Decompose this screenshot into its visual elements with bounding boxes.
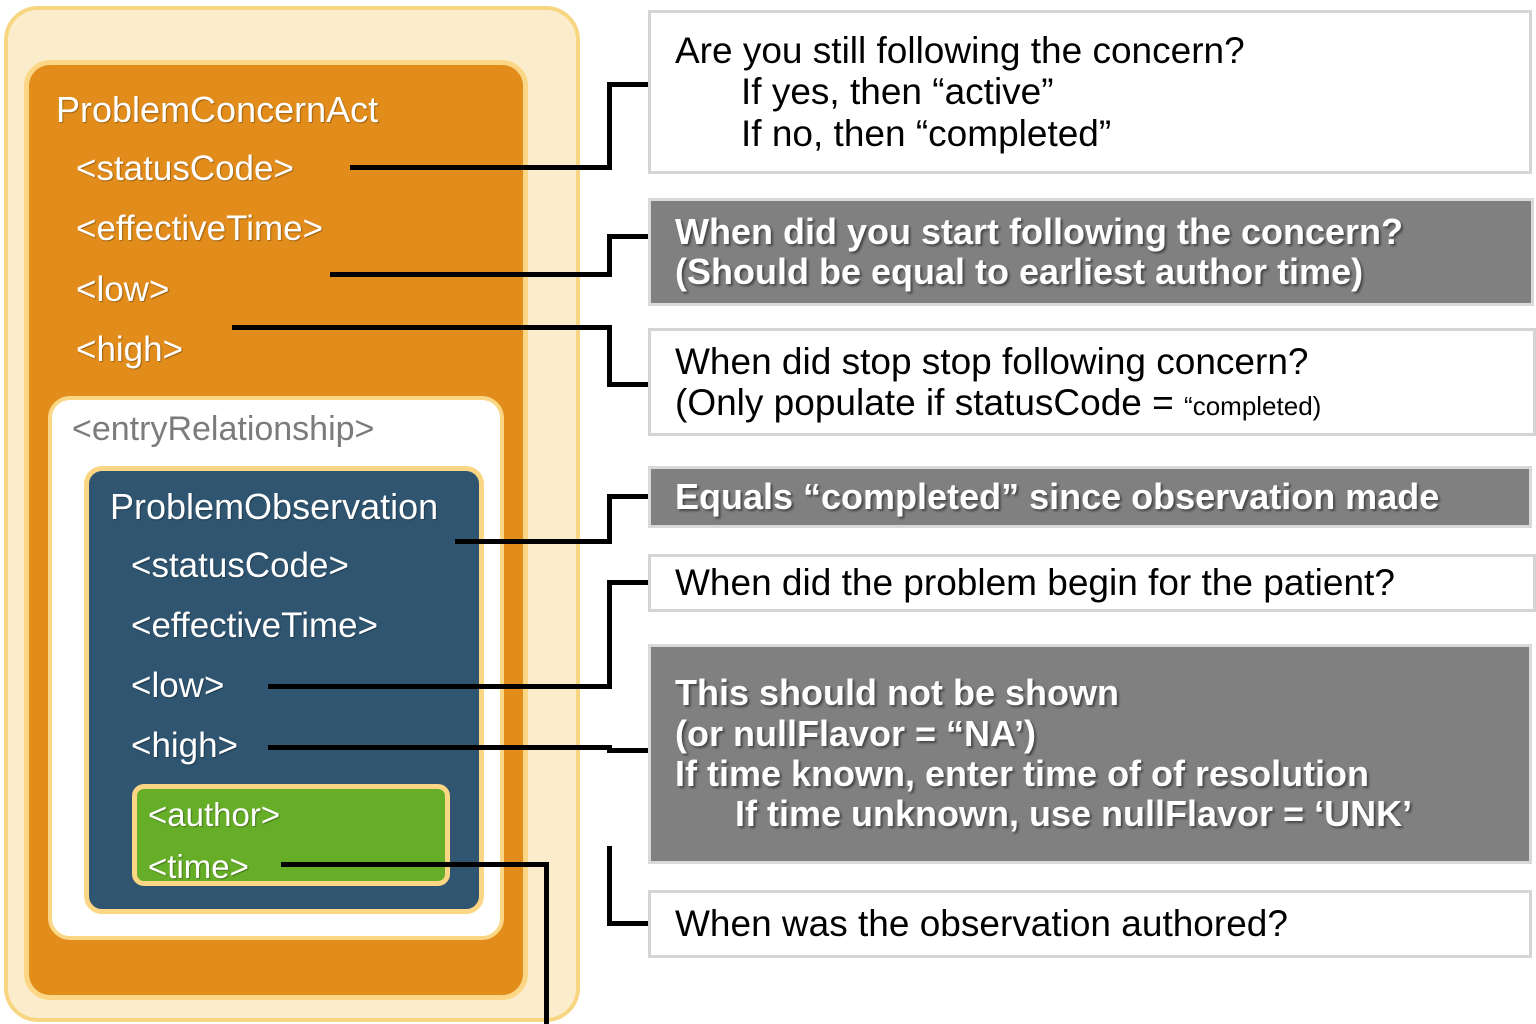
note-observation-low: When did the problem begin for the patie… (648, 554, 1536, 612)
author-box (132, 784, 450, 886)
connector-concern-low-horizontal-b (607, 234, 651, 239)
observation-status-code-label: <statusCode> (131, 546, 349, 585)
note-line: Are you still following the concern? (675, 29, 1245, 71)
note-line: (or nullFlavor = “NA’) (675, 712, 1037, 754)
concern-high-label: <high> (76, 330, 184, 369)
note-line-with-small-tail: (Only populate if statusCode = “complete… (675, 382, 1533, 423)
connector-concern-high-horizontal-b (607, 382, 651, 387)
concern-low-label: <low> (76, 270, 170, 309)
entry-relationship-label: <entryRelationship> (72, 410, 375, 448)
connector-observation-status-horizontal-a (455, 539, 612, 544)
connector-concern-status-vertical (607, 82, 612, 170)
note-line: If no, then “completed” (741, 112, 1112, 154)
connector-author-time-vertical-down (544, 862, 549, 1024)
author-time-label: <time> (148, 848, 249, 885)
concern-effective-time-label: <effectiveTime> (76, 209, 324, 248)
observation-high-label: <high> (131, 726, 239, 765)
problem-concern-act-title: ProblemConcernAct (56, 89, 379, 130)
observation-low-label: <low> (131, 666, 225, 705)
note-line: If time known, enter time of of resoluti… (675, 753, 1370, 794)
note-concern-low: When did you start following the concern… (648, 198, 1534, 306)
problem-observation-title: ProblemObservation (110, 486, 439, 527)
connector-concern-status-horizontal-a (350, 165, 612, 170)
connector-observation-low-horizontal-a (268, 684, 612, 689)
note-author-time: When was the observation authored? (648, 890, 1532, 958)
connector-concern-low-horizontal-a (330, 272, 612, 277)
author-label: <author> (148, 796, 281, 833)
connector-observation-status-vertical (607, 494, 612, 544)
note-line: If yes, then “active” (741, 71, 1054, 113)
note-line: When did you start following the concern… (675, 210, 1403, 252)
note-line-main: (Only populate if statusCode = (675, 382, 1185, 423)
connector-observation-status-horizontal-b (607, 494, 651, 499)
note-line: When was the observation authored? (675, 903, 1288, 945)
note-concern-high: When did stop stop following concern? (O… (648, 328, 1536, 436)
connector-concern-low-vertical (607, 234, 612, 277)
note-status-code: Are you still following the concern? If … (648, 10, 1532, 174)
note-line: When did stop stop following concern? (675, 340, 1309, 382)
note-line: (Should be equal to earliest author time… (675, 251, 1364, 292)
connector-observation-low-vertical (607, 580, 612, 689)
note-line: Equals “completed” since observation mad… (675, 475, 1440, 517)
concern-status-code-label: <statusCode> (76, 149, 294, 188)
observation-effective-time-label: <effectiveTime> (131, 606, 379, 645)
connector-concern-high-vertical (607, 325, 612, 387)
connector-observation-low-horizontal-b (607, 580, 651, 585)
connector-observation-high-horizontal-a (268, 745, 612, 750)
connector-concern-high-horizontal-a (232, 325, 612, 330)
note-line: If time unknown, use nullFlavor = ‘UNK’ (735, 793, 1413, 835)
note-observation-status: Equals “completed” since observation mad… (648, 466, 1532, 528)
connector-author-time-horizontal-b (607, 921, 651, 926)
connector-author-time-vertical-up (607, 846, 612, 926)
note-line: This should not be shown (675, 672, 1119, 714)
note-line-small: “completed) (1184, 391, 1322, 421)
connector-concern-status-horizontal-b (607, 82, 651, 87)
note-observation-high: This should not be shown (or nullFlavor … (648, 644, 1532, 864)
note-line: When did the problem begin for the patie… (675, 562, 1395, 604)
connector-author-time-horizontal-a (281, 862, 549, 867)
connector-observation-high-horizontal-b (607, 748, 651, 753)
